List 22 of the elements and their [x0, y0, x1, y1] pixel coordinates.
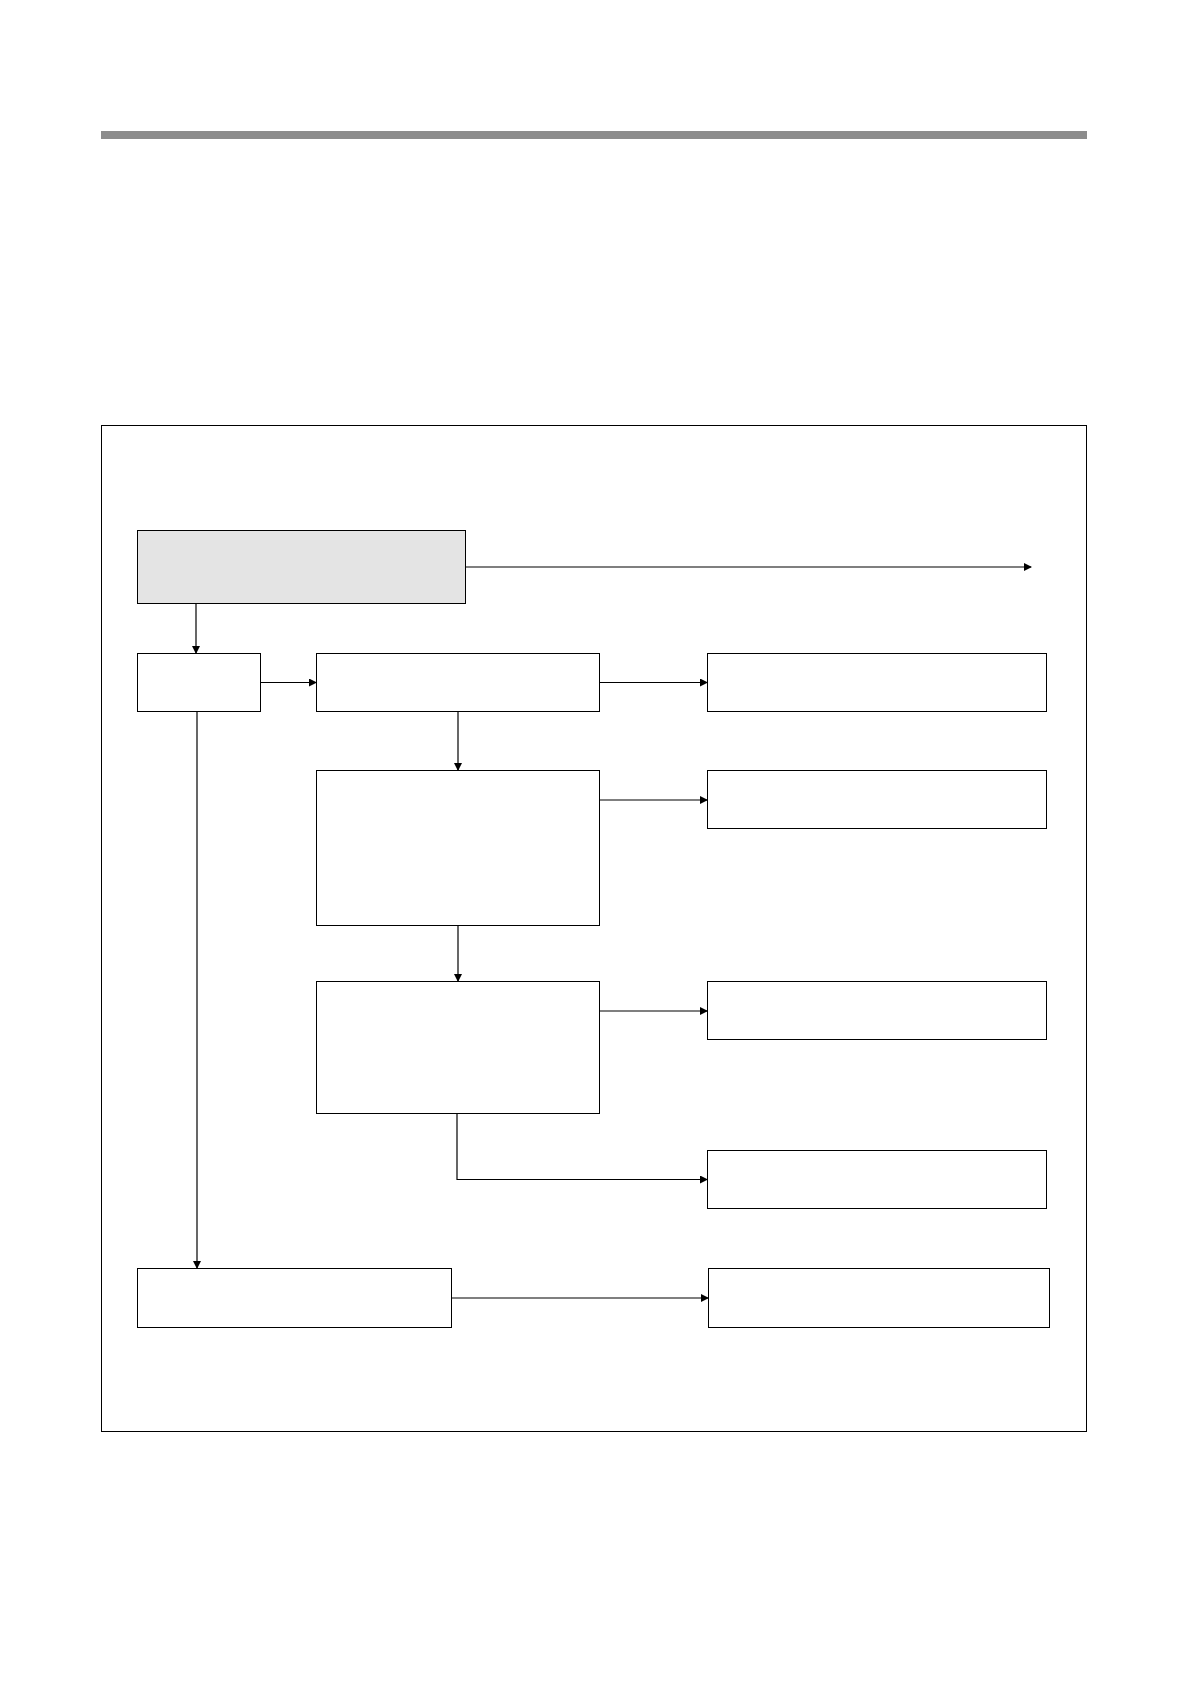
- process-box: [137, 530, 466, 604]
- process-box: [707, 981, 1047, 1040]
- arrow: [599, 796, 708, 804]
- process-box: [707, 653, 1047, 712]
- arrow: [192, 603, 200, 654]
- process-box: [316, 981, 600, 1114]
- process-box: [316, 653, 600, 712]
- process-box: [137, 653, 261, 712]
- arrow: [599, 678, 708, 687]
- process-box: [707, 1150, 1047, 1209]
- arrow: [454, 711, 462, 771]
- process-box: [316, 770, 600, 926]
- arrow: [451, 1294, 709, 1302]
- arrow: [454, 925, 462, 982]
- arrow: [465, 563, 1032, 571]
- process-box: [707, 770, 1047, 829]
- process-box: [708, 1268, 1050, 1328]
- arrow: [599, 1007, 708, 1015]
- arrow: [193, 711, 201, 1269]
- arrow: [260, 678, 317, 687]
- process-box: [137, 1268, 452, 1328]
- arrow: [456, 1113, 708, 1184]
